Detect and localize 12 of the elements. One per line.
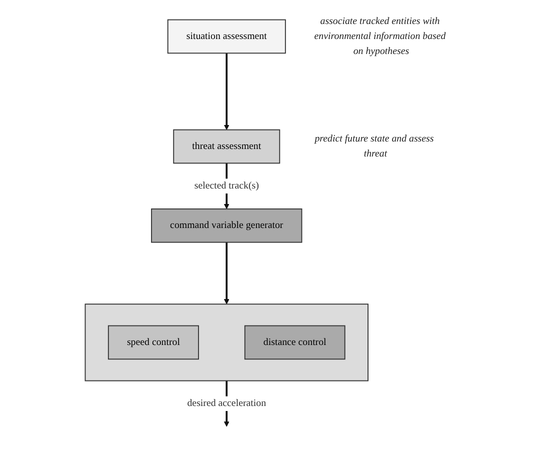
annotation-text: associate tracked entities with environmental information based on hypotheses [314, 16, 446, 56]
node-box: speed control [108, 325, 199, 360]
edge-label: desired acceleration [187, 398, 266, 409]
node-box: command variable generator [151, 208, 302, 243]
arrow [224, 242, 230, 304]
cluster [84, 304, 368, 382]
node-box: distance control [244, 325, 346, 360]
node-box: situation assessment [167, 19, 286, 54]
node-box: threat assessment [173, 129, 280, 164]
edge-label: selected track(s) [194, 180, 259, 192]
arrow [224, 53, 230, 130]
annotation-text: predict future state and assess threat [314, 134, 434, 159]
